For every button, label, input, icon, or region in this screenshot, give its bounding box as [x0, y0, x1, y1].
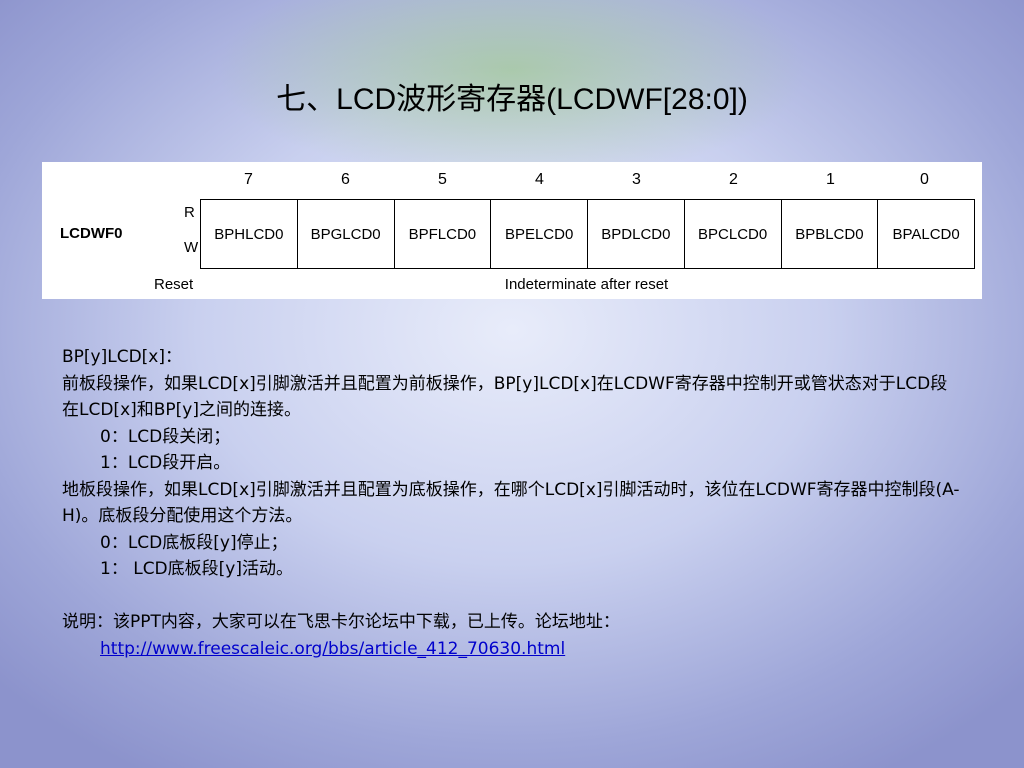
spacer [62, 583, 962, 610]
bit-number: 5 [438, 171, 447, 188]
bit-number: 2 [729, 171, 738, 188]
write-label: W [184, 239, 199, 256]
register-field: BPHLCD0 [201, 200, 298, 268]
description: BP[y]LCD[x]： 前板段操作，如果LCD[x]引脚激活并且配置为前板操作… [62, 344, 962, 662]
register-field: BPALCD0 [892, 225, 960, 243]
register-field: BPBLCD0 [782, 200, 879, 268]
register-diagram: 7 6 5 4 3 2 1 0 LCDWF0 R W BPHLCD0 BPGLC… [42, 162, 982, 299]
backplane-value-1: 1： LCD底板段[y]活动。 [100, 559, 293, 579]
bit-number: 1 [826, 171, 835, 188]
slide-title: 七、LCD波形寄存器(LCDWF[28:0]) [276, 83, 748, 116]
register-field: BPCLCD0 [685, 200, 782, 268]
register-field: BPDLCD0 [588, 200, 685, 268]
register-name: LCDWF0 [60, 225, 123, 242]
reset-value: Indeterminate after reset [504, 276, 669, 293]
register-field: BPGLCD0 [298, 200, 395, 268]
forum-link[interactable]: http://www.freescaleic.org/bbs/article_4… [100, 638, 566, 659]
reset-label: Reset [154, 276, 194, 293]
backplane-paragraph: 地板段操作，如果LCD[x]引脚激活并且配置为底板操作，在哪个LCD[x]引脚活… [62, 479, 960, 527]
bit-number: 7 [244, 171, 253, 188]
note-text: 说明：该PPT内容，大家可以在飞思卡尔论坛中下载，已上传。论坛地址： [62, 612, 620, 632]
frontplane-value-1: 1：LCD段开启。 [100, 453, 231, 473]
register-field: BPELCD0 [491, 200, 588, 268]
bit-number: 3 [632, 171, 641, 188]
frontplane-paragraph: 前板段操作，如果LCD[x]引脚激活并且配置为前板操作，BP[y]LCD[x]在… [62, 373, 948, 421]
register-field: BPFLCD0 [395, 200, 492, 268]
read-label: R [184, 204, 195, 221]
bit-number: 4 [535, 171, 544, 188]
backplane-value-0: 0：LCD底板段[y]停止； [100, 532, 288, 553]
bit-number: 0 [920, 171, 929, 188]
register-fields: BPHLCD0 BPGLCD0 BPFLCD0 BPELCD0 BPDLCD0 … [200, 199, 975, 269]
bit-number: 6 [341, 171, 350, 188]
frontplane-value-0: 0：LCD段关闭； [100, 426, 231, 447]
field-heading: BP[y]LCD[x]： [62, 347, 182, 367]
